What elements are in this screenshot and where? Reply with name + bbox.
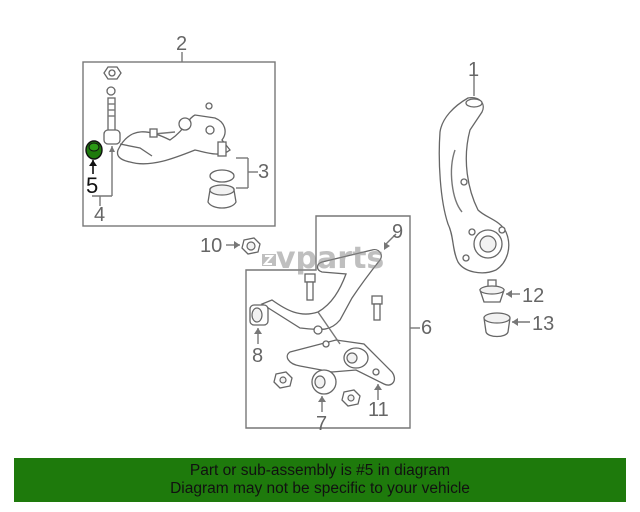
nut-top[interactable] <box>103 66 122 80</box>
callout-12[interactable]: 12 <box>522 285 544 307</box>
upper-arm-group-box <box>82 61 276 227</box>
lower-control-arm[interactable] <box>260 248 396 386</box>
callout-11[interactable]: 11 <box>368 399 389 421</box>
watermark-text: vparts <box>276 241 384 276</box>
lower-arm-group: 6 10 8 <box>200 215 432 435</box>
rear-bushing-11[interactable] <box>343 347 369 369</box>
small-nut[interactable] <box>205 102 213 110</box>
lower-arm-group-box <box>245 215 411 429</box>
front-bushing[interactable] <box>249 304 269 326</box>
rear-bushing[interactable] <box>311 369 337 395</box>
callout-13[interactable]: 13 <box>532 313 554 335</box>
banner-line-2: Diagram may not be specific to your vehi… <box>170 480 470 497</box>
upper-control-arm[interactable] <box>116 114 231 165</box>
callout-5[interactable]: 5 <box>86 173 98 198</box>
callout-6[interactable]: 6 <box>421 317 432 339</box>
nut-left[interactable] <box>273 371 293 389</box>
callout-3[interactable]: 3 <box>258 161 269 183</box>
steering-knuckle[interactable]: 1 <box>438 59 510 274</box>
part-5-bushing[interactable] <box>85 140 103 160</box>
upper-arm-group: 2 <box>82 33 276 227</box>
callout-1[interactable]: 1 <box>468 59 479 81</box>
callout-7[interactable]: 7 <box>316 413 327 435</box>
callout-8[interactable]: 8 <box>252 345 263 367</box>
bolt-right[interactable] <box>371 295 383 321</box>
callout-4[interactable]: 4 <box>94 204 105 226</box>
info-banner: Part or sub-assembly is #5 in diagram Di… <box>14 458 626 502</box>
bolt-upper[interactable] <box>304 273 316 301</box>
lower-ball-joint[interactable]: 12 <box>479 279 544 307</box>
ball-joint-boot[interactable]: 13 <box>483 312 554 338</box>
callout-9[interactable]: 9 <box>392 221 403 243</box>
nut-10[interactable] <box>241 237 261 255</box>
nut-right[interactable] <box>341 389 361 407</box>
washer[interactable] <box>106 86 116 96</box>
watermark-logo: vparts <box>262 241 384 276</box>
upper-ball-joint[interactable] <box>207 141 237 209</box>
callout-2[interactable]: 2 <box>176 33 187 55</box>
banner-line-1: Part or sub-assembly is #5 in diagram <box>189 462 451 479</box>
stud-bolt[interactable] <box>103 97 121 145</box>
callout-10[interactable]: 10 <box>200 235 222 257</box>
arm-bolt[interactable] <box>149 128 176 138</box>
